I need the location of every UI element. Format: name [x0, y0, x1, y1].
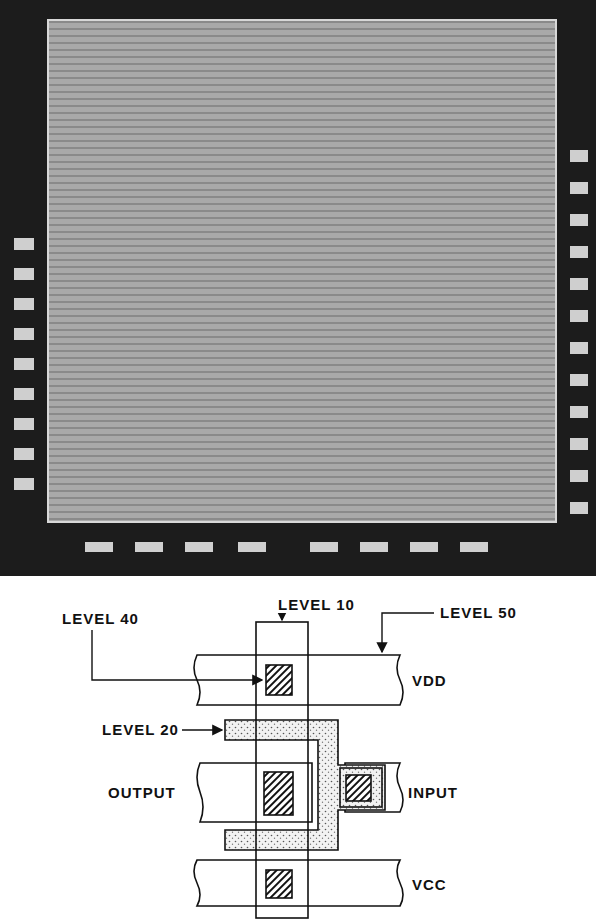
leader-line	[281, 614, 282, 620]
diffusion-strip	[256, 622, 308, 918]
drawing-part	[570, 438, 588, 450]
layout-drawing	[194, 622, 403, 918]
leader-line	[92, 630, 262, 680]
drawing-part	[570, 470, 588, 482]
signal-name: VDD	[410, 672, 449, 689]
drawing-part	[570, 342, 588, 354]
signal-name: OUTPUT	[106, 784, 178, 801]
drawing-part	[85, 542, 113, 552]
drawing-part	[14, 238, 34, 250]
drawing-part	[14, 268, 34, 280]
drawing-part	[14, 388, 34, 400]
drawing-part	[460, 542, 488, 552]
layer-label: LEVEL 50	[438, 604, 519, 621]
signal-name: VCC	[410, 876, 449, 893]
drawing-part	[570, 246, 588, 258]
drawing-part	[14, 418, 34, 430]
leader-lines	[92, 613, 434, 730]
drawing-part	[185, 542, 213, 552]
layer-label: LEVEL 40	[60, 610, 141, 627]
drawing-part	[570, 278, 588, 290]
signal-name: INPUT	[406, 784, 460, 801]
drawing-part	[14, 328, 34, 340]
layer-label: LEVEL 20	[100, 721, 181, 738]
contact	[264, 772, 293, 815]
memory-array	[48, 20, 556, 522]
drawing-part	[360, 542, 388, 552]
leader-line	[382, 613, 434, 652]
contact	[266, 870, 292, 898]
drawing-part	[310, 542, 338, 552]
drawing-part	[570, 374, 588, 386]
drawing-part	[14, 298, 34, 310]
drawing-part	[570, 182, 588, 194]
die-photo	[0, 0, 596, 576]
leader-line	[182, 729, 222, 730]
drawing-part	[238, 542, 266, 552]
poly-gate	[225, 720, 385, 850]
input-contact-frame	[340, 768, 382, 807]
bond-pads	[14, 150, 588, 552]
drawing-part	[570, 502, 588, 514]
array-edge	[48, 20, 556, 522]
drawing-part	[14, 448, 34, 460]
drawing-part	[135, 542, 163, 552]
drawing-part	[570, 310, 588, 322]
drawing-part	[410, 542, 438, 552]
output-metal	[197, 763, 312, 822]
contact	[266, 665, 292, 695]
vcc-rail	[194, 860, 403, 906]
drawing-part	[14, 478, 34, 490]
layer-label: LEVEL 10	[276, 596, 357, 613]
contact	[346, 775, 371, 801]
drawing-part	[14, 358, 34, 370]
drawing-part	[570, 406, 588, 418]
drawing-part	[570, 150, 588, 162]
drawing-part	[570, 214, 588, 226]
